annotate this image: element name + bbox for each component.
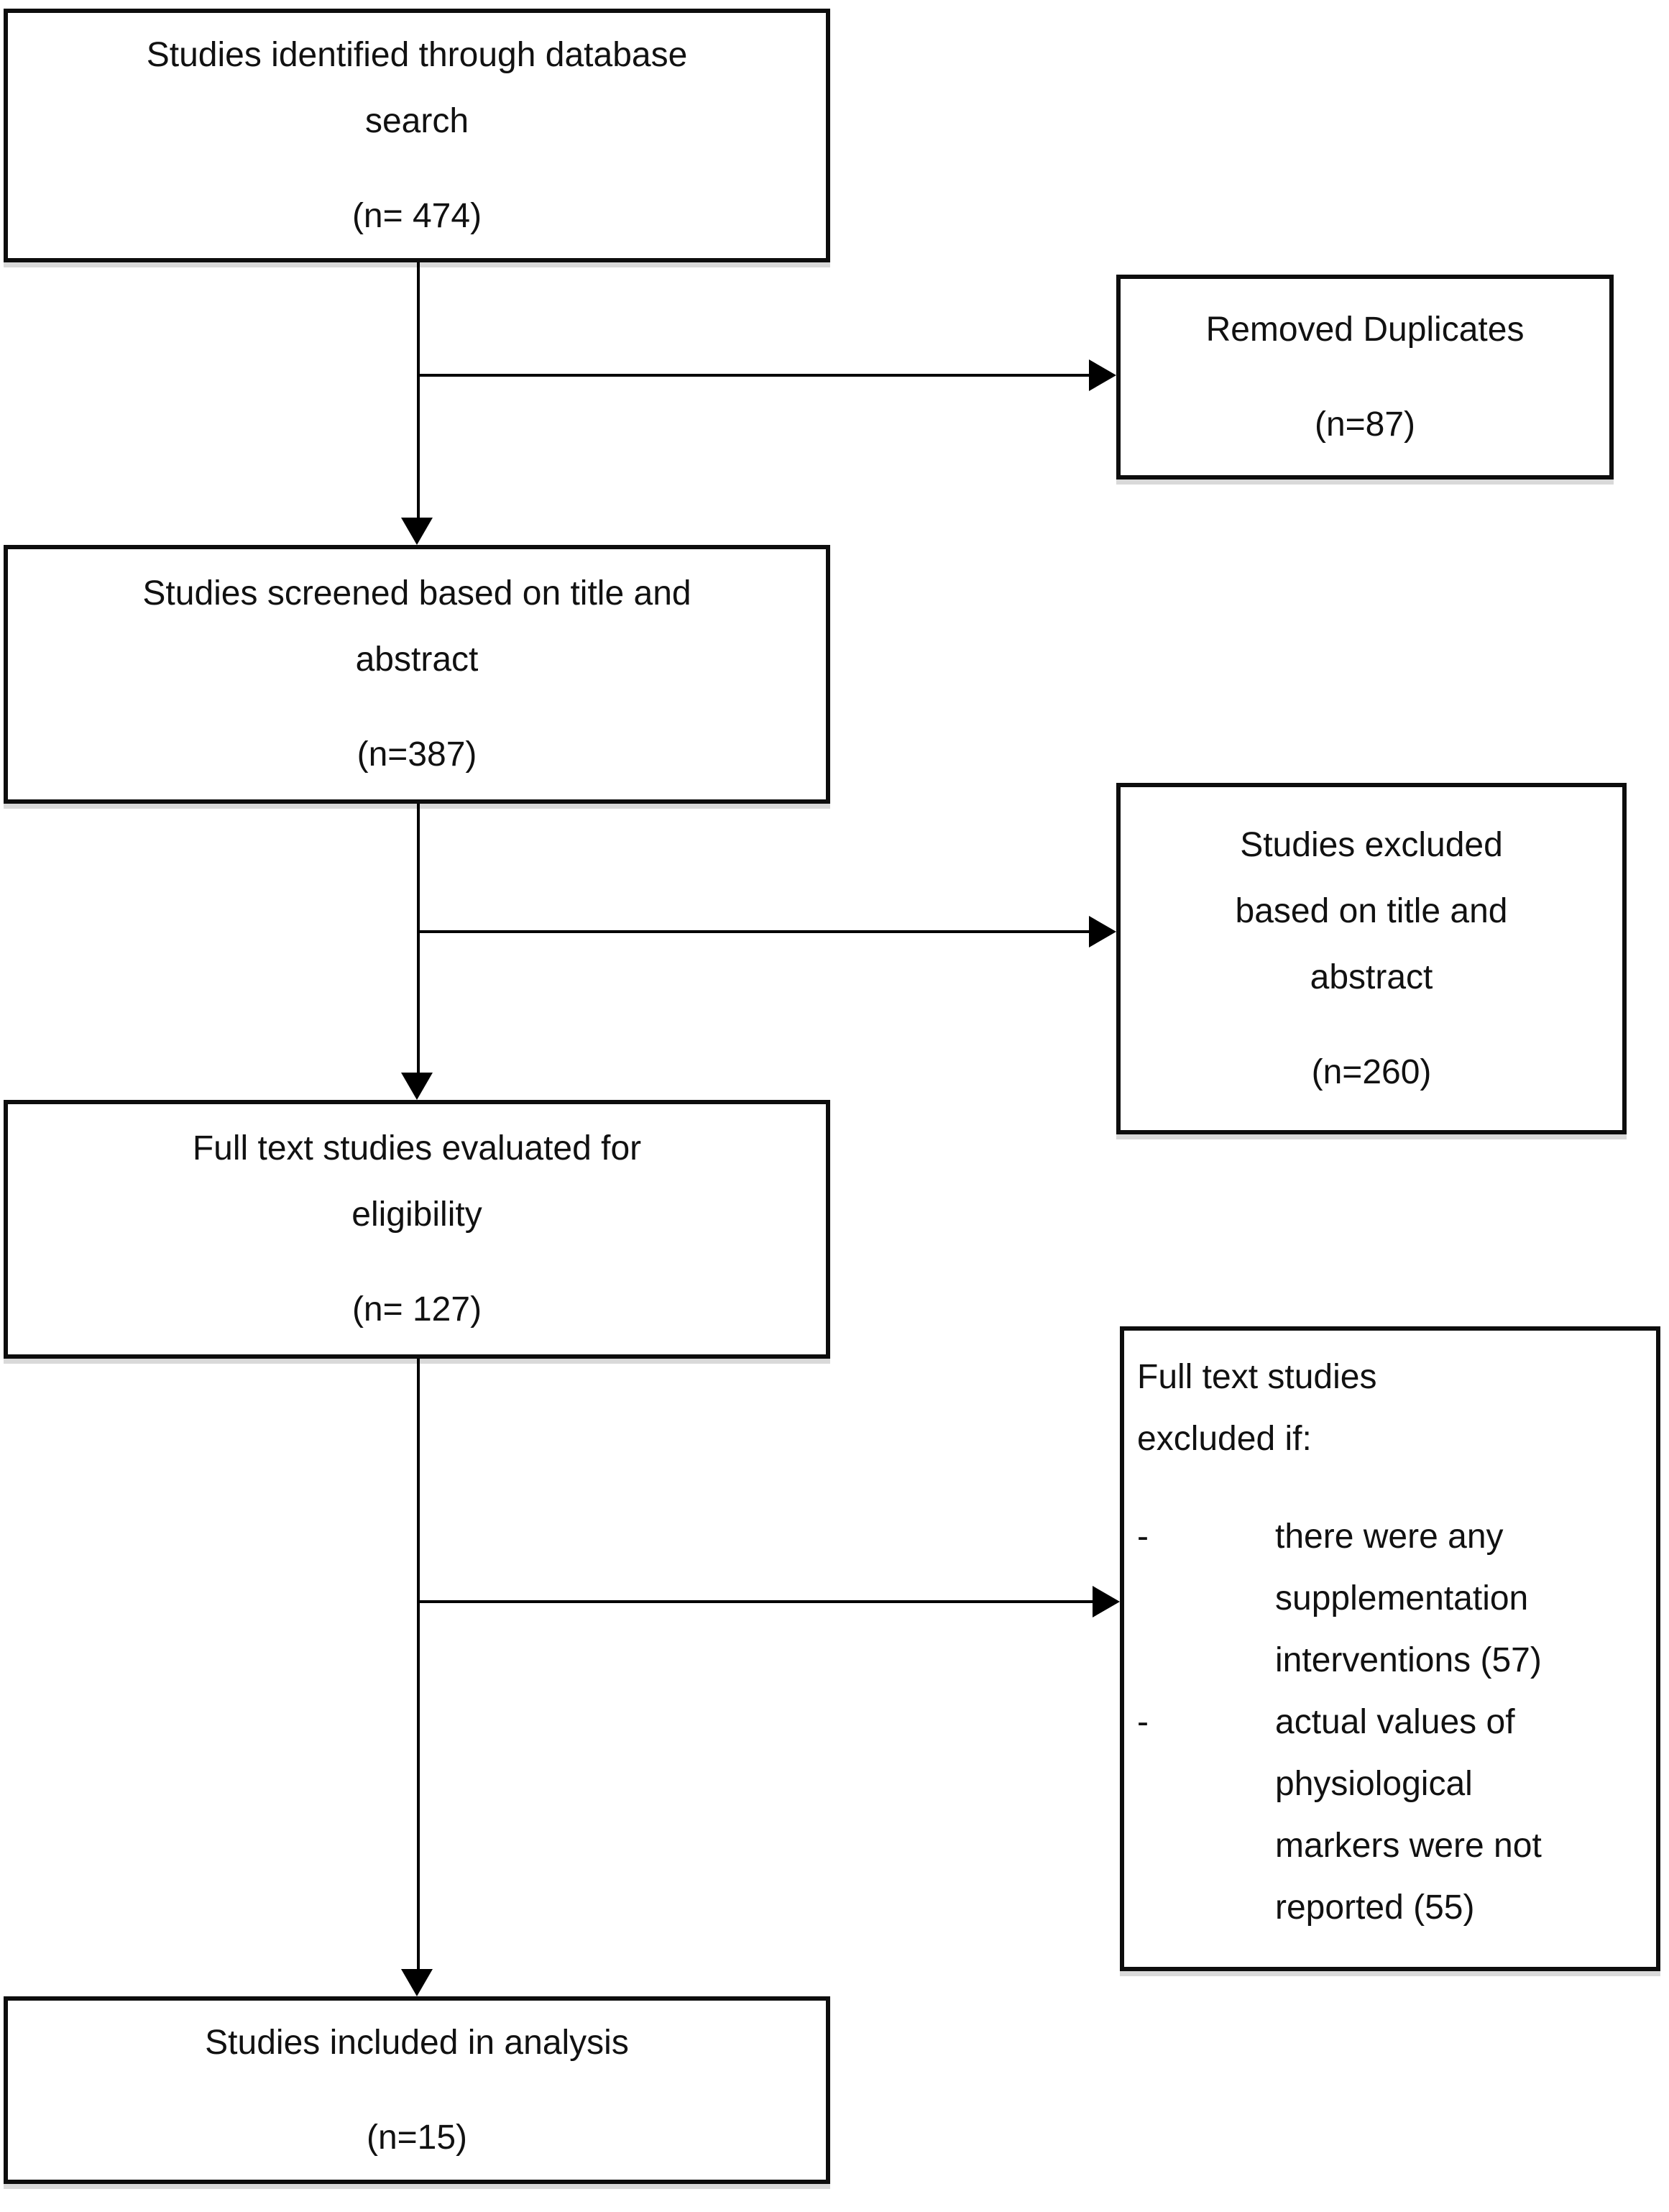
exclusion-reason-item: - actual values of physiological markers… [1137, 1692, 1643, 1939]
bullet-dash-marker: - [1137, 1703, 1149, 1741]
connector-to-removed-duplicates-line [418, 374, 1090, 377]
box-studies-excluded-title-abstract-label: Studies excluded based on title and abst… [1235, 825, 1508, 996]
box-studies-excluded-title-abstract: Studies excluded based on title and abst… [1116, 783, 1627, 1134]
connector-to-excluded-title-abstract-line [418, 930, 1090, 933]
box-removed-duplicates: Removed Duplicates (n=87) [1116, 275, 1614, 479]
box-studies-included-label: Studies included in analysis [205, 2023, 629, 2062]
arrow-right-icon [1089, 359, 1116, 391]
exclusion-reason-text: there were any supplementation intervent… [1275, 1518, 1542, 1679]
box-studies-included-count: (n=15) [366, 2118, 468, 2157]
box-full-text-excluded-label: Full text studies excluded if: [1137, 1358, 1377, 1458]
connector-to-fulltext-excluded-line [418, 1600, 1094, 1603]
box-studies-identified-count: (n= 474) [351, 196, 482, 235]
arrow-down-icon [401, 1073, 433, 1100]
box-full-text-evaluated: Full text studies evaluated for eligibil… [4, 1100, 830, 1359]
box-studies-identified: Studies identified through database sear… [4, 9, 830, 262]
connector-identified-to-screened-line [417, 262, 420, 519]
exclusion-reason-text: actual values of physiological markers w… [1275, 1703, 1542, 1927]
box-full-text-excluded: Full text studies excluded if: - there w… [1120, 1326, 1660, 1971]
box-full-text-evaluated-label: Full text studies evaluated for eligibil… [192, 1129, 642, 1234]
bullet-dash-marker: - [1137, 1518, 1149, 1556]
connector-fulltext-to-included-line [417, 1359, 420, 1970]
box-removed-duplicates-count: (n=87) [1314, 405, 1416, 444]
arrow-down-icon [401, 1969, 433, 1996]
arrow-right-icon [1093, 1586, 1120, 1617]
arrow-down-icon [401, 518, 433, 545]
box-full-text-evaluated-count: (n= 127) [351, 1290, 482, 1328]
exclusion-reason-item: - there were any supplementation interve… [1137, 1506, 1643, 1692]
arrow-right-icon [1089, 916, 1116, 947]
box-studies-screened: Studies screened based on title and abst… [4, 545, 830, 804]
box-studies-identified-label: Studies identified through database sear… [146, 35, 688, 140]
connector-screened-to-fulltext-line [417, 804, 420, 1075]
box-studies-screened-label: Studies screened based on title and abst… [142, 574, 691, 679]
box-studies-excluded-title-abstract-count: (n=260) [1311, 1052, 1432, 1091]
box-studies-included: Studies included in analysis (n=15) [4, 1996, 830, 2184]
box-studies-screened-count: (n=387) [357, 735, 477, 774]
box-removed-duplicates-label: Removed Duplicates [1205, 310, 1525, 349]
exclusion-reason-list: - there were any supplementation interve… [1137, 1506, 1643, 1939]
